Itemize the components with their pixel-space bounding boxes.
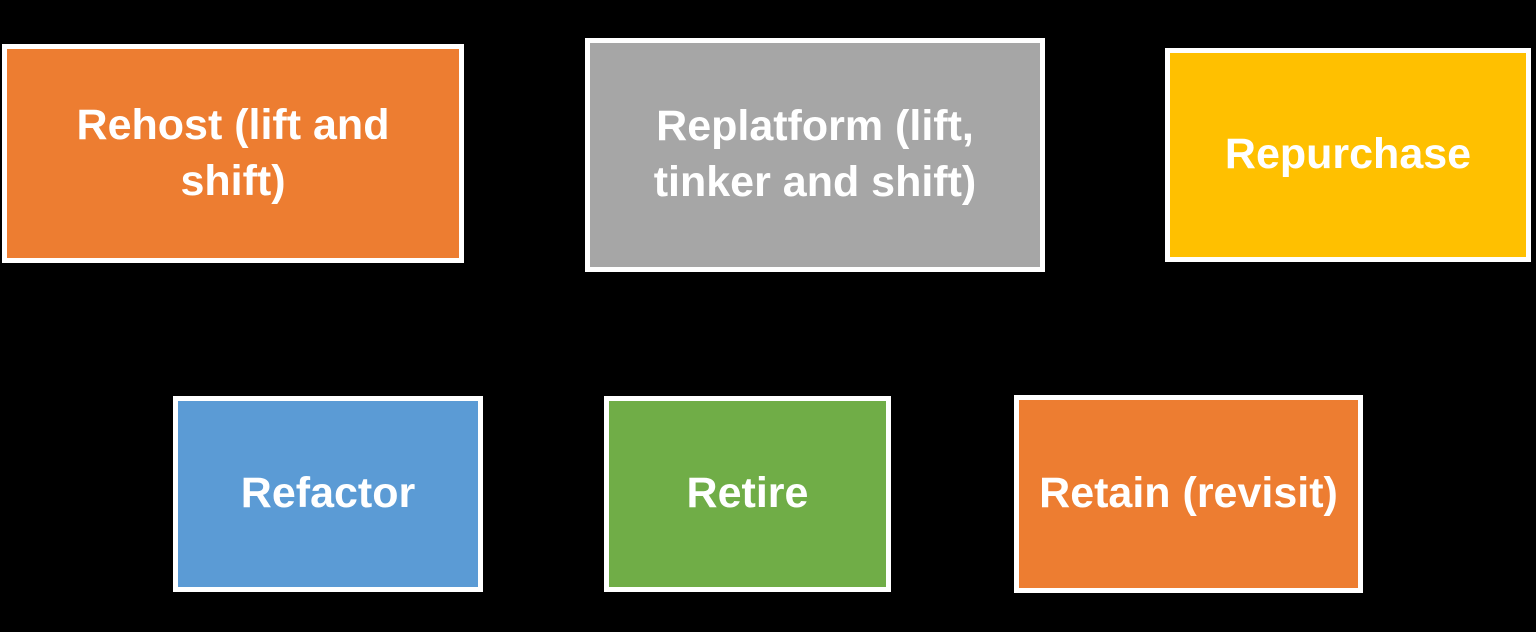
box-retain: Retain (revisit) [1014,395,1363,593]
box-retire-label: Retire [686,469,809,518]
box-rehost-label: Rehost (lift and shift) [76,100,390,205]
box-replatform: Replatform (lift, tinker and shift) [585,38,1045,272]
box-refactor: Refactor [173,396,483,592]
box-retain-label: Retain (revisit) [1039,469,1338,518]
box-repurchase: Repurchase [1165,48,1531,262]
box-repurchase-label: Repurchase [1224,130,1472,179]
box-replatform-label: Replatform (lift, tinker and shift) [653,102,977,206]
box-retire: Retire [604,396,891,592]
box-rehost: Rehost (lift and shift) [2,44,464,263]
box-refactor-label: Refactor [240,469,416,518]
